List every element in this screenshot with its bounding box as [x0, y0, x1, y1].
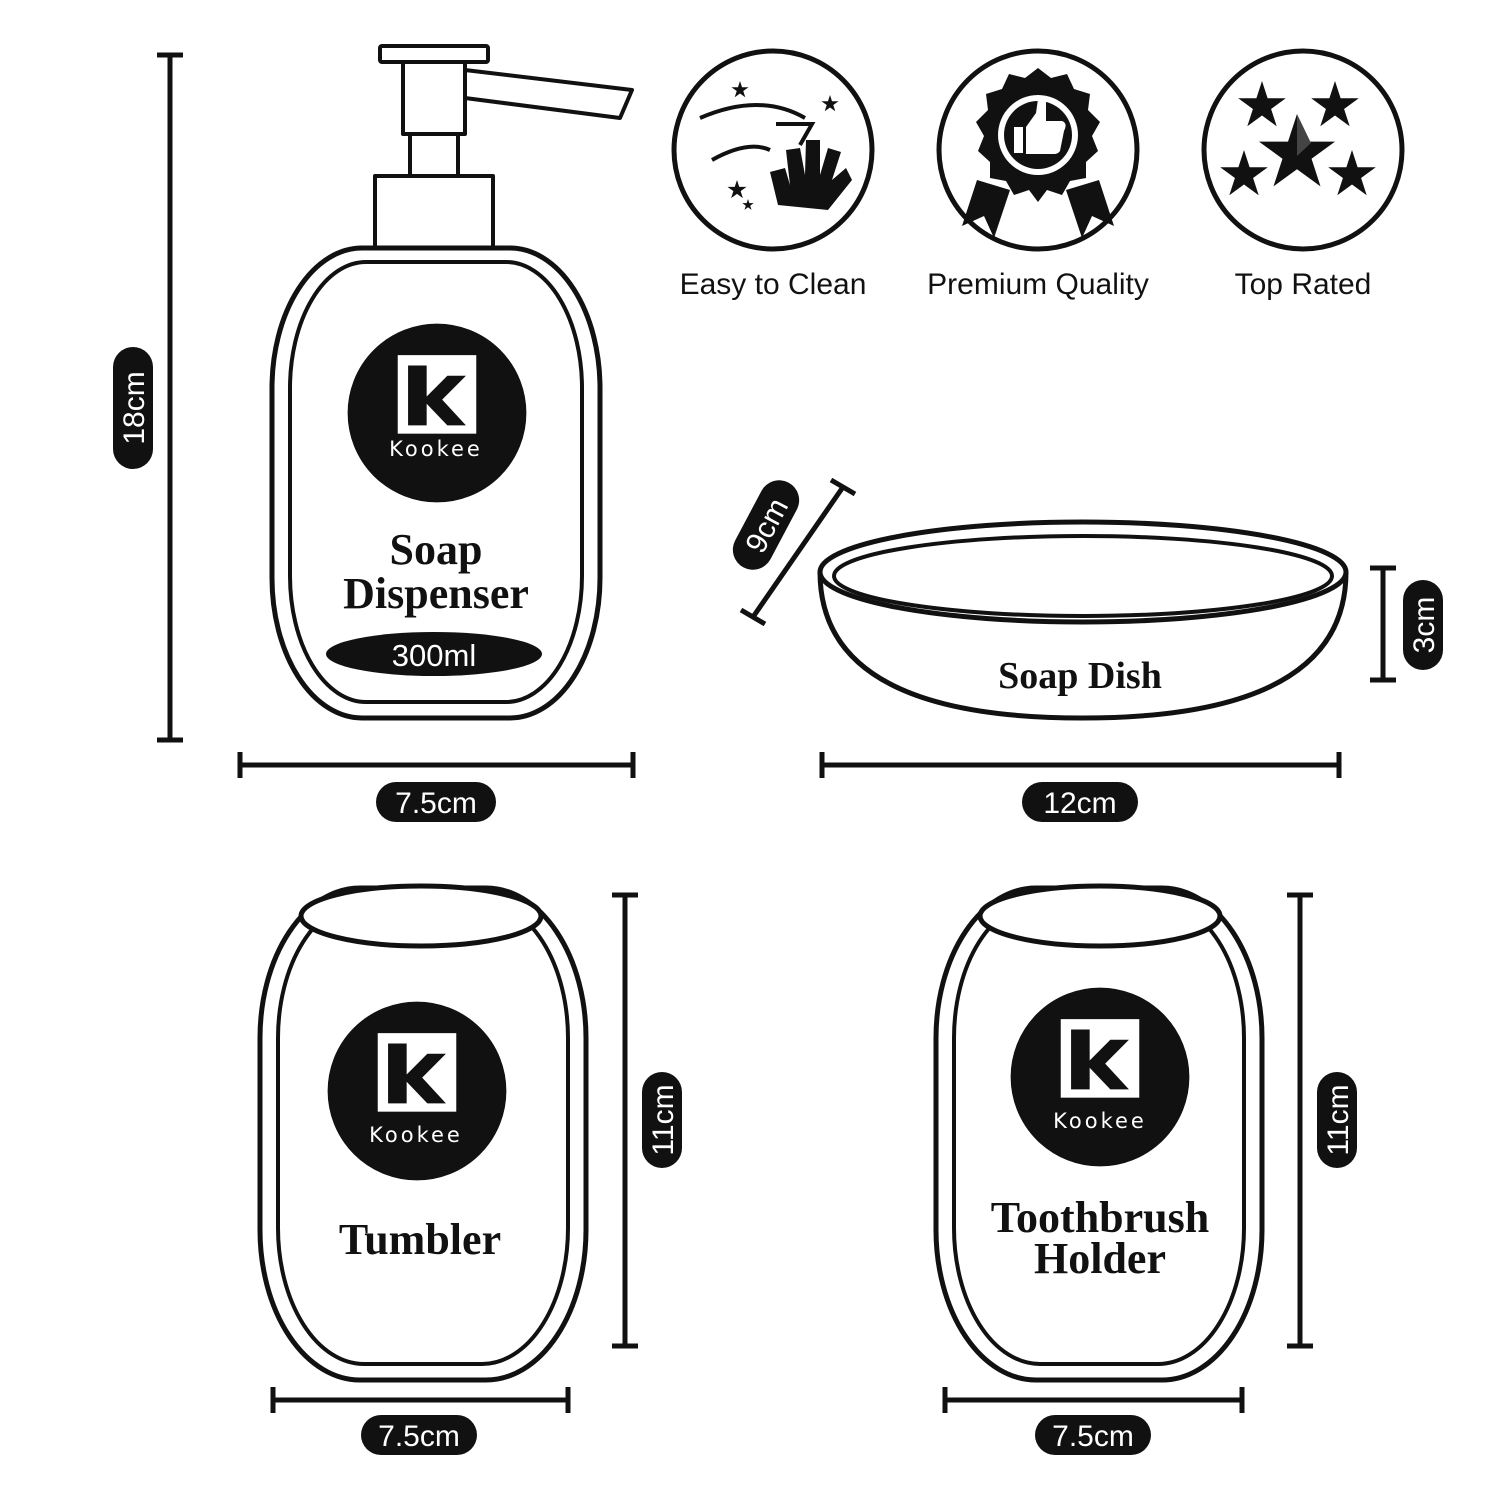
capacity-label: 300ml — [392, 638, 476, 673]
dispenser-height-label: 18cm — [118, 371, 151, 444]
five-stars-icon — [1220, 81, 1376, 196]
soap-dispenser-title-line2: Dispenser — [343, 569, 529, 618]
brand-logo: Kookee — [344, 320, 530, 506]
brand-name: Kookee — [389, 437, 483, 461]
feature-top-rated: Top Rated — [1201, 48, 1405, 301]
tumbler-height-dimension — [612, 892, 638, 1349]
feature-label: Premium Quality — [927, 268, 1149, 301]
soap-dish-width-badge — [1022, 782, 1138, 822]
tumbler: Kookee Tumbler — [257, 883, 589, 1383]
pump-icon — [373, 44, 634, 257]
brand-name: Kookee — [1053, 1109, 1147, 1133]
feature-easy-to-clean: Easy to Clean — [671, 48, 875, 301]
soap-dish-height-badge — [1403, 580, 1443, 670]
thumbs-up-award-icon — [962, 68, 1114, 238]
tumbler-height-badge — [642, 1072, 682, 1168]
feature-label: Easy to Clean — [680, 268, 867, 301]
soap-dish-height-dimension — [1370, 565, 1396, 683]
holder-title-line1: Toothbrush — [991, 1193, 1210, 1242]
capacity-badge — [326, 632, 542, 676]
soap-dish-width-label: 12cm — [1043, 787, 1116, 820]
dispenser-height-dimension — [157, 52, 183, 743]
holder-height-dimension — [1287, 892, 1313, 1349]
brand-logo: Kookee — [324, 998, 510, 1184]
tumbler-height-label: 11cm — [647, 1084, 680, 1155]
soap-dish-rim-inner — [832, 534, 1334, 618]
holder-height-badge — [1317, 1072, 1357, 1168]
tumbler-width-label: 7.5cm — [378, 1420, 460, 1453]
tumbler-opening — [298, 883, 544, 949]
tumbler-width-dimension — [270, 1387, 571, 1413]
holder-width-label: 7.5cm — [1052, 1420, 1134, 1453]
soap-dish-width-dimension — [819, 752, 1342, 778]
soap-dispenser: Kookee Soap Dispenser 300ml — [269, 44, 634, 721]
tumbler-title: Tumbler — [339, 1215, 501, 1264]
holder-width-dimension — [942, 1387, 1245, 1413]
dispenser-width-badge — [376, 782, 496, 822]
dispenser-height-badge — [113, 347, 153, 469]
soap-dish: Soap Dish — [817, 519, 1349, 721]
holder-width-badge — [1035, 1415, 1151, 1455]
dispenser-width-label: 7.5cm — [395, 787, 477, 820]
holder-opening — [977, 883, 1223, 949]
toothbrush-holder: Kookee Toothbrush Holder — [933, 883, 1265, 1383]
brand-name: Kookee — [369, 1123, 463, 1147]
cleaning-hand-icon — [699, 81, 852, 210]
brand-logo: Kookee — [1007, 984, 1193, 1170]
soap-dispenser-title-line1: Soap — [390, 525, 483, 574]
holder-height-label: 11cm — [1322, 1084, 1355, 1155]
dispenser-width-dimension — [237, 752, 636, 778]
soap-dish-depth-dimension — [739, 477, 857, 627]
dispenser-body-inner — [288, 260, 584, 704]
holder-title-line2: Holder — [1034, 1234, 1166, 1283]
tumbler-width-badge — [361, 1415, 477, 1455]
soap-dish-height-label: 3cm — [1408, 597, 1441, 654]
feature-premium-quality: Premium Quality — [927, 48, 1149, 301]
feature-label: Top Rated — [1235, 268, 1372, 301]
soap-dish-title: Soap Dish — [998, 655, 1162, 697]
